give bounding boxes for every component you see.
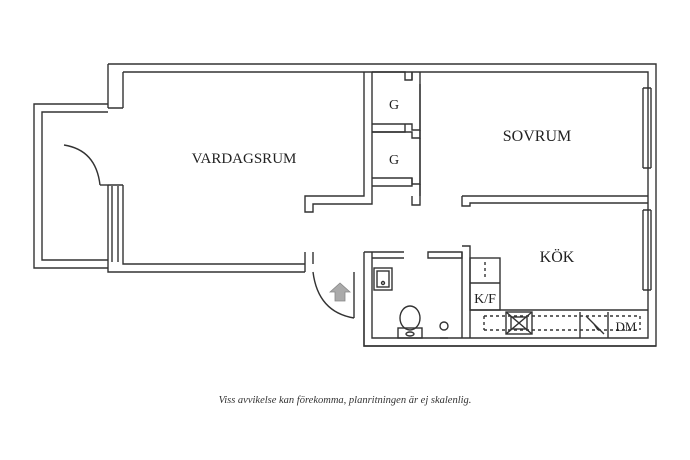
disclaimer-caption: Viss avvikelse kan förekomma, planritnin… — [218, 395, 472, 406]
entrance-arrow-icon — [328, 282, 352, 302]
balcony-door-swing — [63, 144, 108, 186]
wardrobe-label-2: G — [389, 153, 399, 168]
dishwasher-label: DM — [616, 319, 637, 334]
living-room-wall — [304, 72, 373, 272]
outer-walls — [107, 63, 657, 347]
balcony — [33, 103, 108, 269]
wardrobe-label-1: G — [389, 98, 399, 113]
kitchen-label: KÖK — [540, 248, 575, 266]
bathroom-walls — [363, 245, 471, 338]
bathroom-sink — [373, 267, 393, 291]
kitchen-counter — [470, 309, 648, 338]
kitchen-window — [642, 209, 652, 291]
toilet — [397, 305, 423, 339]
balcony-window — [111, 186, 119, 262]
entrance-door — [312, 271, 355, 319]
bedroom-wall — [419, 84, 648, 207]
floor-drain — [439, 321, 449, 339]
fridge-freezer-label: K/F — [474, 292, 496, 307]
bedroom-label: SOVRUM — [503, 128, 571, 145]
living-room-label: VARDAGSRUM — [192, 151, 297, 167]
wardrobes — [372, 71, 421, 206]
bedroom-window — [642, 87, 652, 169]
